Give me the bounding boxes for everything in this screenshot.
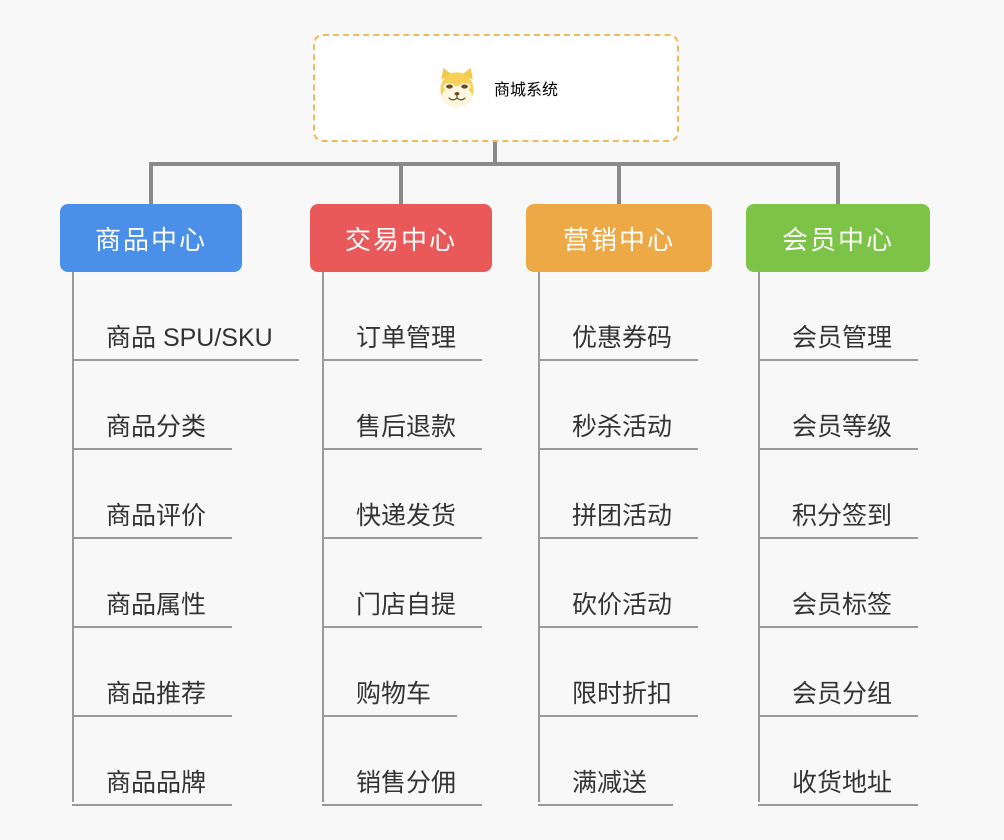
leaf-list-marketing-center: 优惠券码 秒杀活动 拼团活动 砍价活动 限时折扣 满减送 [526,272,742,806]
list-item[interactable]: 订单管理 [310,272,526,361]
root-node[interactable]: 商城系统 [313,34,679,142]
list-item[interactable]: 会员分组 [746,628,962,717]
list-item[interactable]: 销售分佣 [310,717,526,806]
list-item[interactable]: 商品属性 [60,539,290,628]
shiba-dog-face-icon [440,67,474,109]
leaf-label: 满减送 [538,769,674,806]
connector-horizontal-bar [149,162,840,166]
branch-header-trade-center[interactable]: 交易中心 [310,204,492,272]
leaf-label: 售后退款 [322,413,483,450]
leaf-list-product-center: 商品 SPU/SKU 商品分类 商品评价 商品属性 商品推荐 商品品牌 [60,272,299,806]
list-item[interactable]: 商品分类 [60,361,290,450]
leaf-label: 优惠券码 [538,324,699,361]
list-item[interactable]: 商品推荐 [60,628,290,717]
leaf-label: 会员等级 [758,413,919,450]
leaf-label: 会员标签 [758,591,919,628]
list-item[interactable]: 秒杀活动 [526,361,742,450]
leaf-label: 商品分类 [72,413,233,450]
branch-marketing-center: 营销中心 优惠券码 秒杀活动 拼团活动 砍价活动 限时折扣 满减送 [526,204,742,806]
leaf-label: 商品推荐 [72,680,233,717]
branch-header-label: 营销中心 [562,224,675,255]
list-item[interactable]: 满减送 [526,717,742,806]
leaf-label: 拼团活动 [538,502,699,539]
list-item[interactable]: 会员管理 [746,272,962,361]
list-item[interactable]: 优惠券码 [526,272,742,361]
branch-product-center: 商品中心 商品 SPU/SKU 商品分类 商品评价 商品属性 商品推荐 商品品牌 [60,204,299,806]
list-item[interactable]: 砍价活动 [526,539,742,628]
list-item[interactable]: 收货地址 [746,717,962,806]
branch-header-member-center[interactable]: 会员中心 [746,204,930,272]
connector-root-stem [493,142,497,164]
branch-header-label: 交易中心 [344,224,457,255]
list-item[interactable]: 限时折扣 [526,628,742,717]
list-item[interactable]: 门店自提 [310,539,526,628]
leaf-label: 商品评价 [72,502,233,539]
connector-drop-product [149,162,153,206]
list-item[interactable]: 积分签到 [746,450,962,539]
root-title: 商城系统 [493,82,558,99]
list-item[interactable]: 购物车 [310,628,526,717]
connector-drop-trade [399,162,403,206]
leaf-label: 会员管理 [758,324,919,361]
branch-member-center: 会员中心 会员管理 会员等级 积分签到 会员标签 会员分组 收货地址 [746,204,962,806]
leaf-label: 砍价活动 [538,591,699,628]
leaf-label: 商品属性 [72,591,233,628]
connector-drop-member [836,162,840,206]
leaf-label: 商品品牌 [72,769,233,806]
list-item[interactable]: 商品 SPU/SKU [60,272,299,361]
leaf-label: 限时折扣 [538,680,699,717]
leaf-list-trade-center: 订单管理 售后退款 快递发货 门店自提 购物车 销售分佣 [310,272,526,806]
list-item[interactable]: 拼团活动 [526,450,742,539]
leaf-label: 收货地址 [758,769,919,806]
branch-header-product-center[interactable]: 商品中心 [60,204,242,272]
leaf-list-member-center: 会员管理 会员等级 积分签到 会员标签 会员分组 收货地址 [746,272,962,806]
leaf-label: 秒杀活动 [538,413,699,450]
leaf-label: 订单管理 [322,324,483,361]
list-item[interactable]: 商品评价 [60,450,290,539]
branch-header-label: 会员中心 [781,224,894,255]
leaf-label: 购物车 [322,680,458,717]
branch-header-label: 商品中心 [94,224,207,255]
list-item[interactable]: 商品品牌 [60,717,290,806]
connector-drop-marketing [617,162,621,206]
leaf-label: 销售分佣 [322,769,483,806]
list-item[interactable]: 会员标签 [746,539,962,628]
leaf-label: 门店自提 [322,591,483,628]
branch-header-marketing-center[interactable]: 营销中心 [526,204,712,272]
leaf-label: 商品 SPU/SKU [72,324,299,361]
leaf-label: 快递发货 [322,502,483,539]
list-item[interactable]: 会员等级 [746,361,962,450]
branch-trade-center: 交易中心 订单管理 售后退款 快递发货 门店自提 购物车 销售分佣 [310,204,526,806]
list-item[interactable]: 售后退款 [310,361,526,450]
leaf-label: 积分签到 [758,502,919,539]
leaf-label: 会员分组 [758,680,919,717]
list-item[interactable]: 快递发货 [310,450,526,539]
